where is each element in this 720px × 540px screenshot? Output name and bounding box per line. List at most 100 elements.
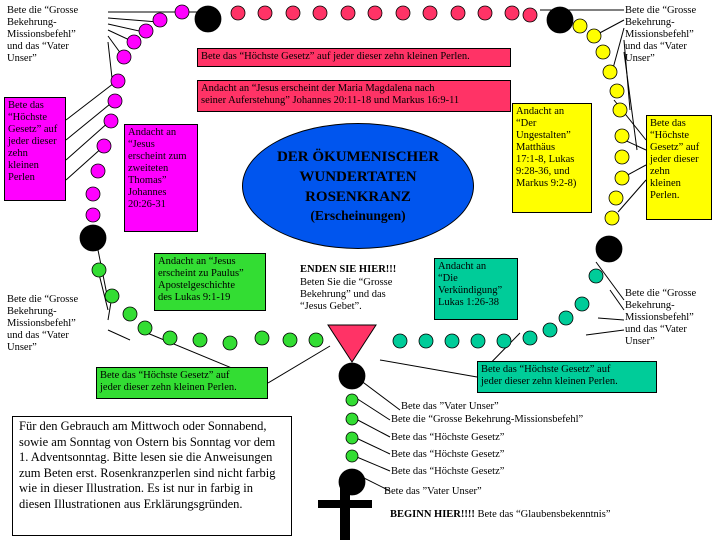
right-decade-bead xyxy=(572,18,588,34)
right-decade-bead xyxy=(614,170,630,186)
usage-note: Für den Gebrauch am Mittwoch oder Sonnab… xyxy=(12,416,292,536)
top-decade-bead xyxy=(312,5,328,21)
verklaerung-meditation: Andacht an “Der Ungestalten” Matthäus 17… xyxy=(512,103,592,213)
bottom-left-decade-bead xyxy=(91,262,107,278)
left-decade-bead xyxy=(107,93,123,109)
stem-label-1: Bete das ”Vater Unser” xyxy=(401,401,499,412)
leader-line xyxy=(609,289,625,311)
top-left-prayer-label: Bete die “Grosse Bekehrung- Missionsbefe… xyxy=(7,5,79,64)
right-decade-bead xyxy=(602,64,618,80)
left-decade-bead xyxy=(138,23,154,39)
left-hail-instruction: Bete das “Höchste Gesetz” auf jeder dies… xyxy=(4,97,66,201)
begin-here-heading: BEGINN HIER!!!! xyxy=(390,509,475,520)
right-decade-bead xyxy=(608,190,624,206)
large-bead xyxy=(546,6,574,34)
bottom-left-decade-bead xyxy=(162,330,178,346)
left-decade-bead xyxy=(85,207,101,223)
leader-line xyxy=(353,417,391,438)
center-triangle xyxy=(327,324,377,363)
top-decade-bead xyxy=(522,7,538,23)
stem-bead xyxy=(345,449,359,463)
top-decade-bead xyxy=(504,5,520,21)
leader-line xyxy=(617,179,647,213)
leader-line xyxy=(353,436,391,455)
stem-label-4: Bete das “Höchste Gesetz” xyxy=(391,449,505,460)
leader-line xyxy=(65,79,119,121)
bottom-right-decade-bead xyxy=(522,330,538,346)
bottom-right-decade-bead xyxy=(542,322,558,338)
bottom-left-decade-bead xyxy=(308,332,324,348)
leader-line xyxy=(359,379,401,411)
begin-here: BEGINN HIER!!!! Bete das “Glaubensbekenn… xyxy=(390,509,610,521)
top-decade-bead xyxy=(477,5,493,21)
bottom-right-decade-bead xyxy=(444,333,460,349)
leader-line xyxy=(107,17,159,23)
cross-horizontal xyxy=(318,500,372,508)
left-decade-bead xyxy=(110,73,126,89)
rosary-title: DER ÖKUMENISCHER WUNDERTATEN ROSENKRANZ xyxy=(276,149,440,205)
right-decade-bead xyxy=(604,210,620,226)
leader-line xyxy=(355,397,391,421)
leader-line xyxy=(107,41,113,79)
bottom-right-decade-bead xyxy=(470,333,486,349)
large-bead xyxy=(194,5,222,33)
top-decade-bead xyxy=(257,5,273,21)
rosary-subtitle: (Erscheinungen) xyxy=(310,208,406,223)
large-bead xyxy=(595,235,623,263)
bottom-left-decade-bead xyxy=(282,332,298,348)
left-decade-bead xyxy=(85,186,101,202)
left-decade-bead xyxy=(152,12,168,28)
leader-line xyxy=(379,359,478,378)
leader-line xyxy=(611,27,625,73)
top-decade-bead xyxy=(367,5,383,21)
bottom-left-decade-bead xyxy=(254,330,270,346)
leader-line xyxy=(65,120,111,161)
right-decade-bead xyxy=(586,28,602,44)
leader-line xyxy=(585,329,625,336)
leader-line xyxy=(595,261,625,301)
right-decade-bead xyxy=(609,83,625,99)
bottom-right-decade-bead xyxy=(574,296,590,312)
mid-left-prayer-label: Bete die “Grosse Bekehrung- Missionsbefe… xyxy=(7,294,79,353)
paulus-meditation: Andacht an “Jesus erscheint zu Paulus” A… xyxy=(154,253,266,311)
stem-label-2: Bete die “Grosse Bekehrung-Missionsbefeh… xyxy=(391,414,584,425)
right-decade-bead xyxy=(614,128,630,144)
leader-line xyxy=(107,329,131,341)
left-decade-bead xyxy=(174,4,190,20)
leader-lines xyxy=(65,9,647,492)
top-decade-bead xyxy=(450,5,466,21)
stem-bead xyxy=(345,393,359,407)
leader-line xyxy=(351,454,391,472)
left-decade-bead xyxy=(90,163,106,179)
left-decade-bead xyxy=(116,49,132,65)
top-decade-bead xyxy=(422,5,438,21)
bottom-right-decade-bead xyxy=(392,333,408,349)
magdalena-meditation: Andacht an “Jesus erscheint der Maria Ma… xyxy=(197,80,511,112)
bottom-right-hail-instruction: Bete das “Höchste Gesetz” auf jeder dies… xyxy=(477,361,657,393)
top-decade-bead xyxy=(395,5,411,21)
leader-line xyxy=(267,345,331,384)
bottom-left-decade-bead xyxy=(104,288,120,304)
bottom-left-decade-bead xyxy=(122,306,138,322)
bottom-right-decade-bead xyxy=(588,268,604,284)
end-here-text: Beten Sie die “Grosse Bekehrung” und das… xyxy=(300,277,393,312)
top-decade-bead xyxy=(230,5,246,21)
right-decade-bead xyxy=(614,149,630,165)
bottom-right-decade-bead xyxy=(558,310,574,326)
left-decade-bead xyxy=(96,138,112,154)
end-here-heading: ENDEN SIE HIER!!! xyxy=(300,264,397,275)
leader-line xyxy=(65,99,116,141)
top-decade-bead xyxy=(340,5,356,21)
bottom-left-decade-bead xyxy=(222,335,238,351)
right-decade-bead xyxy=(612,102,628,118)
cross-vertical xyxy=(340,486,350,540)
rosary-title-oval: DER ÖKUMENISCHER WUNDERTATEN ROSENKRANZ … xyxy=(242,123,474,249)
top-decade-bead xyxy=(285,5,301,21)
thomas-meditation: Andacht an “Jesus erscheint zum zweitete… xyxy=(124,124,198,232)
mid-right-prayer-label: Bete die “Grosse Bekehrung- Missionsbefe… xyxy=(625,288,697,347)
stem-bead xyxy=(345,412,359,426)
stem-bead xyxy=(345,431,359,445)
bottom-right-decade-bead xyxy=(418,333,434,349)
large-bead xyxy=(79,224,107,252)
